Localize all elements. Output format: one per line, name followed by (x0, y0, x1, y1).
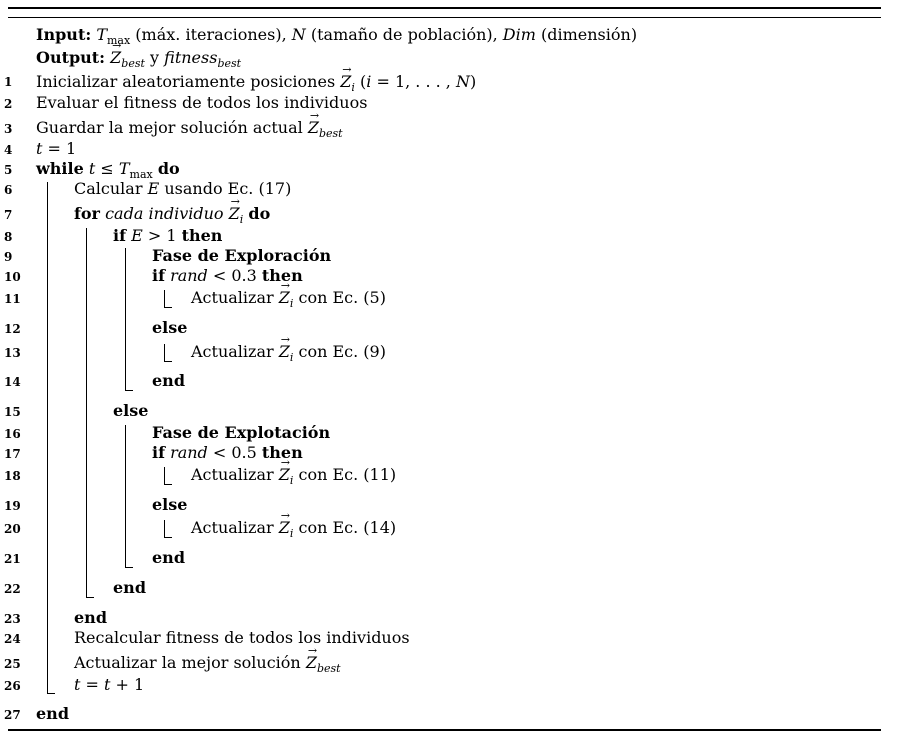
line-number: 2 (4, 97, 13, 111)
bottom-rule (8, 729, 881, 731)
inner-bar-18 (164, 467, 165, 485)
top-rule (8, 7, 881, 9)
inner-end-18 (164, 484, 172, 485)
inner-end-13 (164, 361, 172, 362)
line-number: 12 (4, 322, 21, 336)
line-number: 27 (4, 708, 21, 722)
line-number: 6 (4, 183, 13, 197)
line-16: Fase de Explotación (152, 423, 331, 442)
line-5: while t ≤ Tmax do (36, 159, 180, 181)
line-15: else (113, 401, 149, 420)
line-22: end (113, 578, 146, 597)
line-number: 26 (4, 679, 21, 693)
line-1: Inicializar aleatoriamente posiciones Zi… (36, 60, 476, 98)
line-number: 21 (4, 552, 21, 566)
line-number: 15 (4, 405, 21, 419)
line-number: 14 (4, 375, 21, 389)
line-7: for cada individuo Zi do (74, 192, 270, 230)
line-21: end (152, 548, 185, 567)
line-number: 22 (4, 582, 21, 596)
line-26: t = t + 1 (74, 675, 145, 694)
if-block-end (125, 390, 133, 391)
line-number: 8 (4, 230, 13, 244)
else-block-end (125, 567, 133, 568)
line-6: Calcular E usando Ec. (17) (74, 179, 292, 198)
inner-bar-11 (164, 290, 165, 308)
line-12: else (152, 318, 188, 337)
line-number: 4 (4, 143, 13, 157)
line-20: Actualizar Zi con Ec. (14) (191, 506, 396, 544)
line-number: 3 (4, 122, 13, 136)
line-number: 9 (4, 250, 13, 264)
while-block-bar (47, 182, 48, 694)
line-13: Actualizar Zi con Ec. (9) (191, 330, 386, 368)
inner-end-20 (164, 537, 172, 538)
line-number: 17 (4, 447, 21, 461)
input-text: (máx. iteraciones), N (tamaño de poblaci… (135, 25, 638, 44)
output-label: Output: (36, 48, 106, 67)
line-19: else (152, 495, 188, 514)
output-line: Output: Zbest y fitnessbest (36, 36, 241, 74)
line-number: 11 (4, 292, 21, 306)
line-number: 5 (4, 163, 13, 177)
line-3: Guardar la mejor solución actual Zbest (36, 106, 343, 144)
for-block-bar (86, 228, 87, 598)
inner-bar-13 (164, 344, 165, 362)
line-number: 1 (4, 75, 13, 89)
line-number: 10 (4, 270, 21, 284)
line-4: t = 1 (36, 139, 77, 158)
line-25: Actualizar la mejor solución Zbest (74, 641, 341, 679)
line-number: 24 (4, 632, 21, 646)
line-24: Recalcular fitness de todos los individu… (74, 628, 410, 647)
line-14: end (152, 371, 185, 390)
line-number: 19 (4, 499, 21, 513)
line-number: 7 (4, 208, 13, 222)
input-line: Input: Tmax (máx. iteraciones), N (tamañ… (36, 25, 638, 47)
line-8: if E > 1 then (113, 226, 223, 245)
while-block-end (47, 693, 55, 694)
line-number: 20 (4, 522, 21, 536)
inner-end-11 (164, 307, 172, 308)
line-18: Actualizar Zi con Ec. (11) (191, 453, 396, 491)
line-number: 18 (4, 469, 21, 483)
line-9: Fase de Exploración (152, 246, 332, 265)
if-block-bar (125, 248, 126, 391)
line-27: end (36, 704, 69, 723)
input-label: Input: (36, 25, 92, 44)
line-2: Evaluar el fitness de todos los individu… (36, 93, 368, 112)
line-number: 13 (4, 346, 21, 360)
line-23: end (74, 608, 107, 627)
else-block-bar (125, 425, 126, 568)
line-number: 16 (4, 427, 21, 441)
inner-bar-20 (164, 520, 165, 538)
line-number: 23 (4, 612, 21, 626)
line-number: 25 (4, 657, 21, 671)
line-11: Actualizar Zi con Ec. (5) (191, 276, 386, 314)
for-block-end (86, 597, 94, 598)
header-rule (8, 17, 881, 18)
